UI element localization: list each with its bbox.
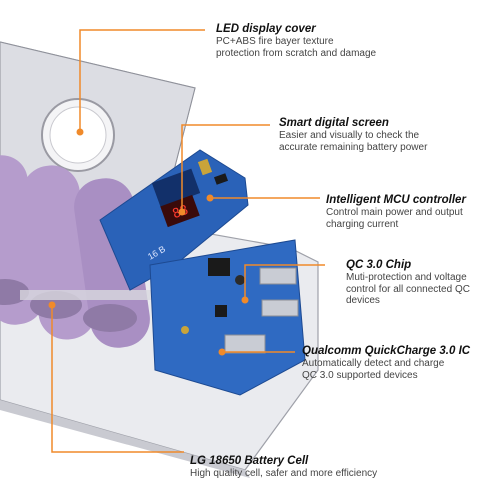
callout-desc: Automatically detect and charge (302, 358, 445, 369)
leader-dot (206, 194, 214, 202)
callout-title: Smart digital screen (279, 117, 389, 129)
callout-desc: High quality cell, safer and more effici… (190, 468, 378, 479)
callout-desc: QC 3.0 supported devices (302, 369, 418, 381)
callout-title: Intelligent MCU controller (326, 194, 466, 206)
usb-port (224, 334, 266, 354)
callout-title: QC 3.0 Chip (346, 259, 412, 271)
main-pcb (149, 239, 306, 396)
callout-mcu: Intelligent MCU controller Control main … (326, 193, 466, 230)
leader-qc-chip (244, 264, 325, 300)
callout-title: LG 18650 Battery Cell (190, 455, 309, 467)
leader-dot (241, 296, 249, 304)
callout-desc: protection from scratch and damage (216, 47, 377, 59)
leader-digital-screen (181, 124, 270, 212)
callout-desc: devices (346, 295, 380, 306)
callout-battery: LG 18650 Battery Cell High quality cell,… (190, 454, 377, 480)
callout-desc: control for all connected QC (346, 283, 470, 295)
callout-desc: Muti-protection and voltage (346, 272, 467, 283)
shell-front-edge (0, 400, 250, 478)
callout-desc: PC+ABS fire bayer texture (216, 36, 334, 47)
callout-desc: charging current (326, 218, 399, 230)
display-pcb: 88 16 B (99, 149, 249, 291)
callout-desc: Control main power and output (326, 207, 463, 218)
callout-qc-chip: QC 3.0 Chip Muti-protection and voltage … (346, 258, 470, 307)
callout-digital-screen: Smart digital screen Easier and visually… (279, 116, 427, 153)
callout-qualcomm: Qualcomm QuickCharge 3.0 IC Automaticall… (302, 344, 470, 381)
callout-title: Qualcomm QuickCharge 3.0 IC (302, 345, 471, 357)
leader-dot (178, 208, 186, 216)
leader-led-cover (79, 29, 205, 132)
leader-dot (48, 301, 56, 309)
callout-title: LED display cover (216, 23, 316, 35)
callout-led-cover: LED display cover PC+ABS fire bayer text… (216, 22, 376, 59)
leader-dot (218, 348, 226, 356)
leader-dot (76, 128, 84, 136)
usb-port (259, 267, 297, 285)
leader-battery (51, 305, 184, 453)
led-cover (41, 98, 115, 172)
usb-port (261, 299, 299, 317)
callout-desc: Easier and visually to check the (279, 130, 420, 141)
callout-desc: accurate remaining battery power (279, 141, 428, 153)
